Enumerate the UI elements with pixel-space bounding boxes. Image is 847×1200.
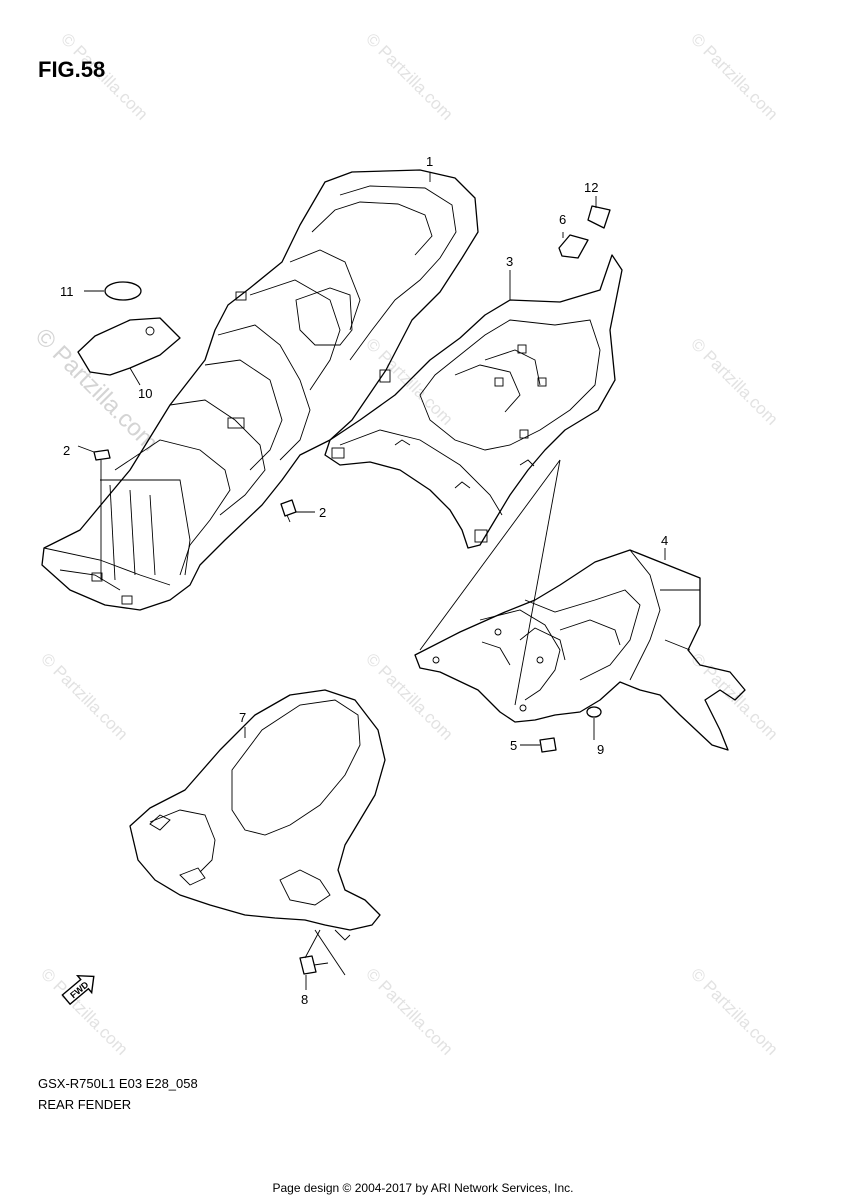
watermark: © Partzilla.com <box>687 334 781 428</box>
callout-4: 4 <box>661 533 668 548</box>
callout-5: 5 <box>510 738 517 753</box>
callout-1: 1 <box>426 154 433 169</box>
callout-8: 8 <box>301 992 308 1007</box>
part-9-washer <box>586 706 602 718</box>
callout-9: 9 <box>597 742 604 757</box>
callout-11: 11 <box>60 284 74 299</box>
callout-6: 6 <box>559 212 566 227</box>
page-credit: Page design © 2004-2017 by ARI Network S… <box>272 1181 573 1195</box>
part-5-bolt <box>539 737 557 753</box>
watermark: © Partzilla.com <box>37 649 131 743</box>
callout-2: 2 <box>63 443 70 458</box>
part-7-hugger-fender <box>129 689 386 941</box>
watermark: © Partzilla.com <box>362 29 456 123</box>
part-6-pad <box>558 234 589 259</box>
leader-lines <box>77 172 666 990</box>
watermark: © Partzilla.com <box>687 964 781 1058</box>
callout-12: 12 <box>584 180 598 195</box>
callout-2: 2 <box>319 505 326 520</box>
watermark: © Partzilla.com <box>362 649 456 743</box>
callouts: 1 2 2 3 4 5 6 7 8 9 11 10 12 <box>60 154 668 1007</box>
part-8-bolt <box>299 955 329 975</box>
watermark: © Partzilla.com <box>687 649 781 743</box>
part-4-rear-fender <box>414 549 746 751</box>
watermark: © Partzilla.com <box>362 964 456 1058</box>
watermark: © Partzilla.com <box>362 334 456 428</box>
figure-caption: REAR FENDER <box>38 1097 131 1112</box>
callout-7: 7 <box>239 710 246 725</box>
figure-title: FIG.58 <box>38 57 105 82</box>
watermark-layer: © Partzilla.com © Partzilla.com © Partzi… <box>30 29 782 1058</box>
part-1-rear-fender-frame <box>41 169 479 611</box>
part-11-ring <box>104 281 142 301</box>
part-2-screw-upper <box>93 449 111 475</box>
model-code: GSX-R750L1 E03 E28_058 <box>38 1076 198 1091</box>
callout-3: 3 <box>506 254 513 269</box>
part-2-screw-lower <box>280 499 297 517</box>
callout-10: 10 <box>138 386 152 401</box>
part-12-pad <box>587 205 611 229</box>
watermark: © Partzilla.com <box>687 29 781 123</box>
part-10-plate <box>77 317 181 376</box>
part-3-inner-cover <box>324 254 623 549</box>
